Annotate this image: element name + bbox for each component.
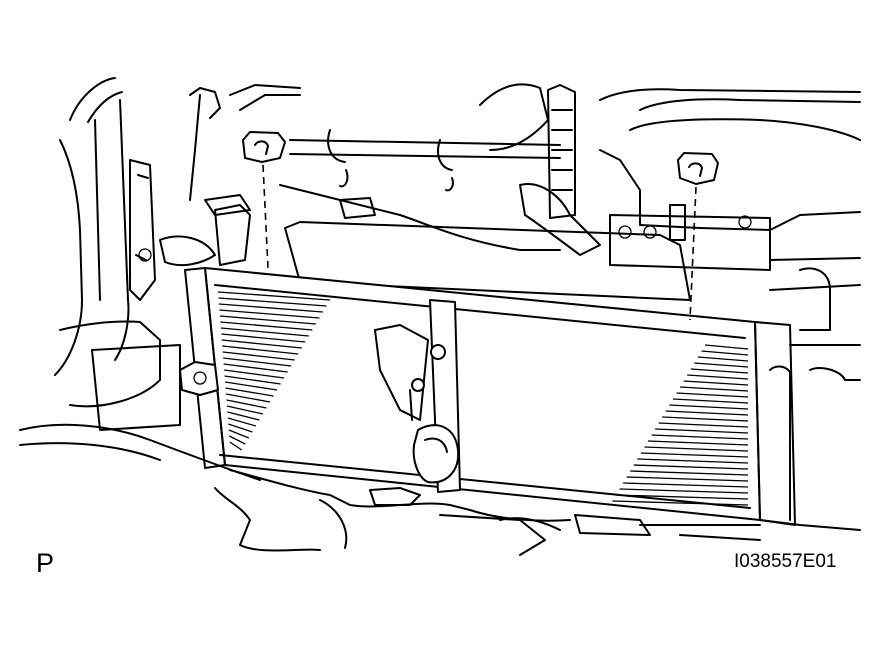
left-fender bbox=[54, 77, 181, 431]
lower-front-structure bbox=[19, 344, 861, 556]
center-brace-and-horn bbox=[374, 299, 461, 493]
figure-code-label: I038557E01 bbox=[734, 551, 837, 572]
view-letter-label: P bbox=[36, 548, 55, 578]
hoses-and-wiring bbox=[159, 84, 561, 267]
removed-clip-left bbox=[242, 131, 286, 269]
engine-block bbox=[479, 83, 861, 331]
condenser bbox=[184, 267, 796, 526]
left-mounting-clip bbox=[179, 361, 219, 396]
removed-clip-right bbox=[677, 152, 719, 321]
